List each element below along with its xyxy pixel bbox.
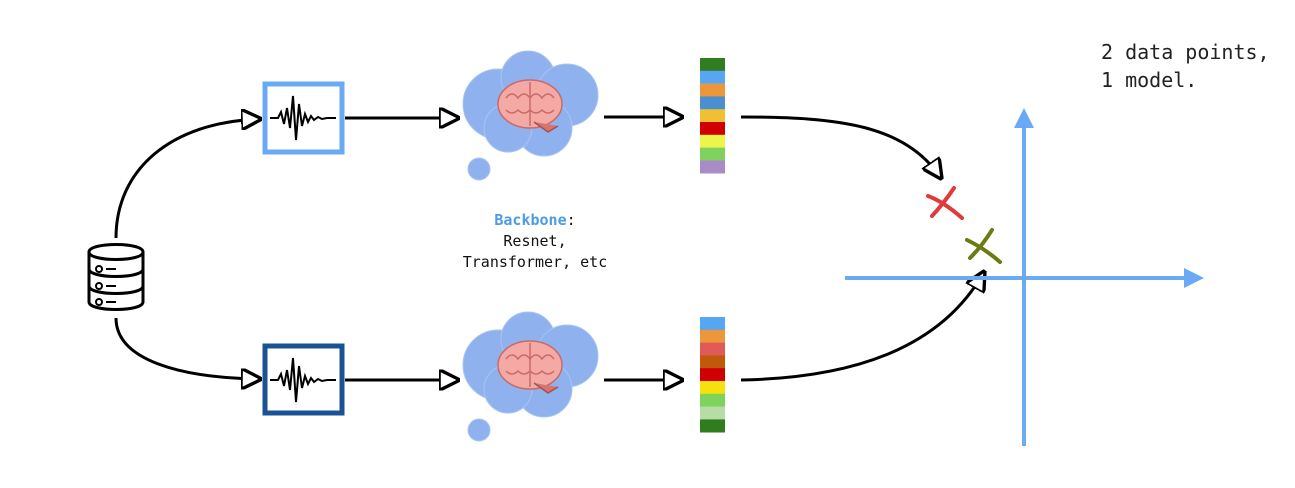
bottom-backbone-cloud <box>462 311 599 442</box>
embedding-cell <box>700 122 725 136</box>
embedding-cell <box>700 160 725 174</box>
arrow-db-to-top-signal <box>114 119 260 239</box>
embedding-cell <box>700 83 725 97</box>
backbone-label: Backbone <box>494 211 567 229</box>
bottom-signal-box <box>262 343 345 416</box>
cross-marker-icon <box>926 186 964 220</box>
embedding-cell <box>700 342 725 356</box>
embedding-cell <box>700 96 725 110</box>
arrow-db-to-bottom-signal <box>114 317 260 379</box>
top-signal-box <box>262 81 345 155</box>
embedding-cell <box>700 381 725 395</box>
embedding-cell <box>700 355 725 369</box>
note-line-2: 1 model. <box>1101 68 1198 92</box>
caption-line-resnet: Resnet, <box>503 232 567 250</box>
arrow-top-embedding-to-space <box>740 115 941 178</box>
cross-marker-icon <box>965 228 1002 264</box>
embedding-cell <box>700 109 725 123</box>
caption-line-transformer: Transformer, etc <box>462 253 608 271</box>
summary-note: 2 data points, 1 model. <box>1101 38 1270 94</box>
embedding-cell <box>700 317 725 331</box>
embedding-cell <box>700 147 725 161</box>
embedding-cell <box>700 393 725 407</box>
database-icon <box>87 243 145 311</box>
embedding-cell <box>700 329 725 343</box>
embedding-cell <box>700 419 725 433</box>
embedding-cell <box>700 368 725 382</box>
top-backbone-cloud <box>462 50 599 181</box>
waveform-icon <box>270 357 336 403</box>
brain-icon <box>497 340 563 394</box>
embedding-cell <box>700 406 725 420</box>
caption-colon: : <box>566 211 576 229</box>
bottom-embedding-vector <box>700 317 725 433</box>
backbone-caption: Backbone: Resnet, Transformer, etc <box>440 210 630 273</box>
embedding-cell <box>700 58 725 72</box>
top-embedding-vector <box>700 58 725 174</box>
embedding-cell <box>700 70 725 84</box>
waveform-icon <box>270 95 336 141</box>
brain-icon <box>497 79 563 133</box>
embedding-cell <box>700 134 725 148</box>
note-line-1: 2 data points, <box>1101 40 1270 64</box>
arrow-bottom-embedding-to-space <box>740 272 984 382</box>
